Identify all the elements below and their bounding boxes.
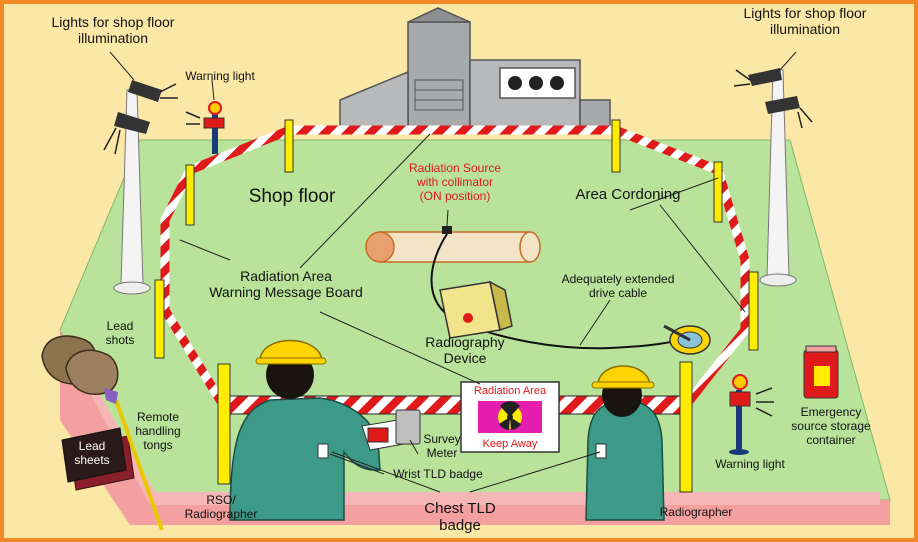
- factory-building: [339, 7, 611, 133]
- storage-container: [803, 345, 839, 399]
- label-warning-light-top: Warning light: [185, 69, 255, 83]
- label-rso: RSO/ Radiographer: [176, 493, 266, 522]
- light-pole-left: [113, 80, 162, 295]
- label-shop-floor: Shop floor: [248, 186, 336, 207]
- label-survey-meter: Survey Meter: [412, 432, 472, 461]
- label-lights-right-text: Lights for shop floor illumination: [743, 5, 867, 38]
- label-chest-tld: Chest TLD badge: [410, 500, 510, 535]
- label-lead-shots: Lead shots: [92, 319, 148, 348]
- label-rso-text: RSO/ Radiographer: [184, 493, 258, 521]
- light-pole-right: [748, 68, 800, 287]
- label-lights-left: Lights for shop floor illumination: [18, 14, 208, 46]
- sign-subtitle: Keep Away: [482, 438, 538, 450]
- label-radiation-source-text: Radiation Source with collimator (ON pos…: [408, 161, 502, 203]
- label-radiographer: Radiographer: [659, 505, 733, 519]
- pipe: [365, 231, 541, 263]
- radiography-device: [439, 280, 513, 339]
- label-lead-sheets: Lead sheets: [62, 439, 122, 468]
- label-drive-cable: Adequately extended drive cable: [548, 272, 688, 301]
- drive-cable: [430, 233, 691, 350]
- label-storage-container: Emergency source storage container: [776, 405, 886, 447]
- worker-radiographer: [585, 365, 665, 521]
- floor-edge-marking: [60, 330, 890, 525]
- label-drive-cable-text: Adequately extended drive cable: [561, 272, 675, 300]
- label-lead-shots-text: Lead shots: [105, 319, 135, 347]
- label-warning-board-text: Radiation Area Warning Message Board: [209, 268, 363, 301]
- label-chest-tld-text: Chest TLD badge: [424, 500, 496, 535]
- label-survey-meter-text: Survey Meter: [423, 432, 461, 460]
- collimator: [442, 226, 452, 234]
- light-rays: [103, 69, 813, 155]
- remote-handling-tongs: [104, 388, 164, 531]
- label-radiation-source: Radiation Source with collimator (ON pos…: [395, 161, 515, 203]
- leader-lines: [109, 51, 797, 493]
- warning-light-top: [185, 101, 225, 154]
- warning-sign: [460, 381, 560, 453]
- label-remote-tongs: Remote handling tongs: [124, 410, 192, 452]
- label-lead-sheets-text: Lead sheets: [74, 439, 110, 467]
- label-storage-container-text: Emergency source storage container: [791, 405, 871, 447]
- label-area-cordoning: Area Cordoning: [575, 186, 681, 203]
- label-radiography-device-text: Radiography Device: [425, 334, 505, 367]
- label-remote-tongs-text: Remote handling tongs: [135, 410, 181, 452]
- sign-title: Radiation Area: [473, 385, 547, 397]
- label-warning-board: Radiation Area Warning Message Board: [186, 268, 386, 300]
- cordon-posts: [154, 119, 759, 493]
- label-wrist-tld: Wrist TLD badge: [393, 467, 483, 481]
- crank-controller: [663, 324, 711, 355]
- label-lights-right: Lights for shop floor illumination: [710, 5, 900, 37]
- lead-sheets: [61, 427, 135, 491]
- label-radiography-device: Radiography Device: [410, 334, 520, 366]
- warning-light-bottom: [729, 374, 774, 455]
- lead-shot-bags: [41, 335, 119, 395]
- label-lights-left-text: Lights for shop floor illumination: [51, 14, 175, 47]
- label-warning-light-bottom: Warning light: [715, 457, 785, 471]
- worker-rso: [229, 339, 421, 521]
